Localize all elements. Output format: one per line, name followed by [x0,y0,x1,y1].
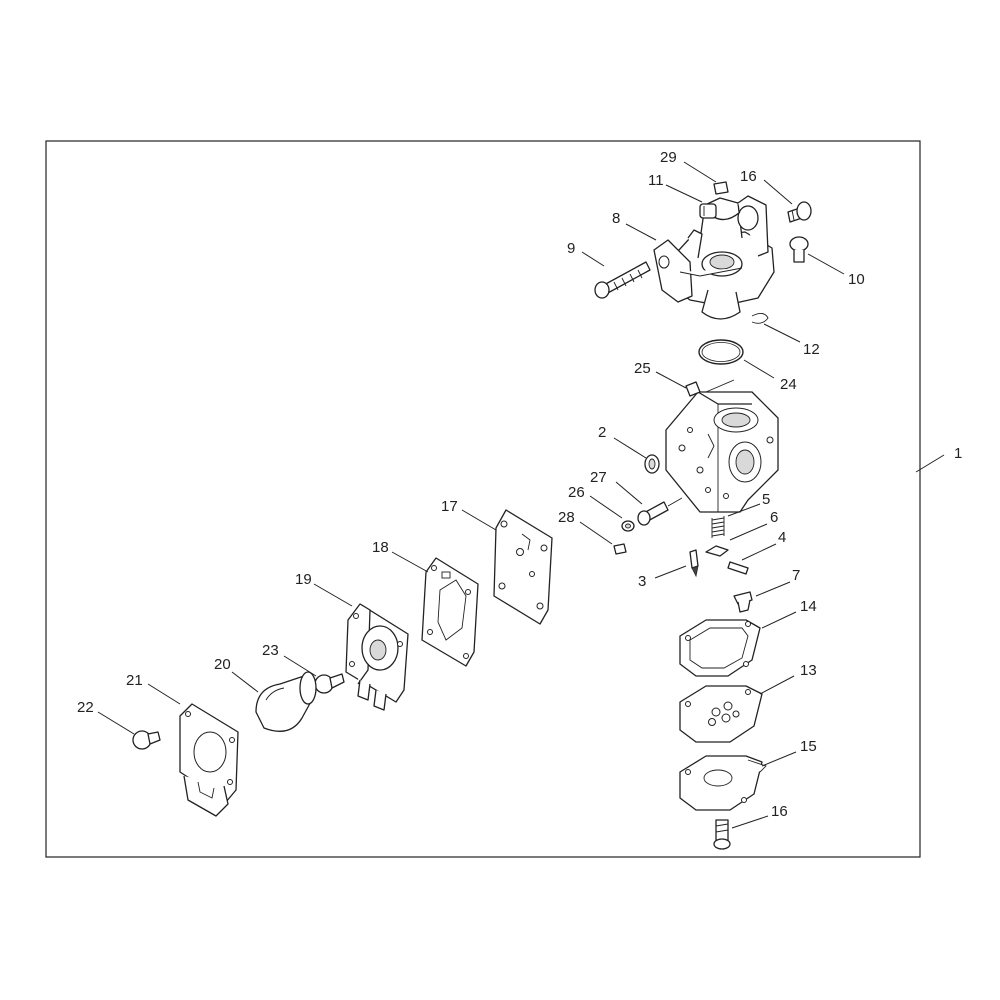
part-21-flange [179,703,239,817]
callout-15: 15 [800,738,817,755]
callout-16-bottom: 16 [771,803,788,820]
callout-28: 28 [558,509,575,526]
callout-6: 6 [770,509,778,526]
part-26-washer [621,520,635,532]
part-24-o-ring [698,339,744,365]
part-17-gasket [493,509,553,625]
part-28-seal [613,543,627,555]
callout-29: 29 [660,149,677,166]
callout-1: 1 [954,445,962,462]
callout-17: 17 [441,498,458,515]
callout-27: 27 [590,469,607,486]
part-12-clip [751,313,769,324]
callout-23: 23 [262,642,279,659]
callout-20: 20 [214,656,231,673]
part-29-cap [713,181,729,195]
leader-lines [97,161,945,829]
callout-19: 19 [295,571,312,588]
callout-2: 2 [598,424,606,441]
callout-7: 7 [792,567,800,584]
part-25-plug [685,381,701,397]
part-11-screw [699,203,717,219]
callout-5: 5 [762,491,770,508]
part-14-gasket [679,619,761,677]
part-13-diaphragm [679,685,763,743]
callout-21: 21 [126,672,143,689]
part-16-bottom-screw [713,819,731,850]
part-4-pin [727,561,749,575]
part-18-pump-gasket [421,557,479,667]
part-20-primer-bulb [255,671,317,732]
part-23-screw [314,673,345,694]
callout-25: 25 [634,360,651,377]
part-6-metering-lever [705,545,729,557]
part-22-screw [132,730,161,750]
part-15-pump-diaphragm [679,755,767,811]
diagram-frame [45,140,921,858]
callout-12: 12 [803,341,820,358]
callout-8: 8 [612,210,620,227]
callout-22: 22 [77,699,94,716]
part-16-top-screw [787,201,812,223]
callout-14: 14 [800,598,817,615]
callout-16-top: 16 [740,168,757,185]
callout-13: 13 [800,662,817,679]
part-10-screw [789,236,809,263]
callout-10: 10 [848,271,865,288]
callout-3: 3 [638,573,646,590]
callout-9: 9 [567,240,575,257]
part-27-needle [637,497,683,526]
part-2-plug [644,454,660,474]
callout-11: 11 [648,172,664,189]
part-9-long-screw [594,261,651,299]
callout-26: 26 [568,484,585,501]
part-5-spring [711,516,725,538]
part-3-needle-valve [689,549,699,578]
part-1-carburetor-body [665,379,779,513]
part-7-screw [733,591,753,613]
callout-4: 4 [778,529,786,546]
callout-24: 24 [780,376,797,393]
callout-labels: 1 2 3 4 5 6 7 8 9 10 11 12 13 14 15 16 1… [77,149,962,820]
part-19-pump-cover [345,603,409,711]
callout-18: 18 [372,539,389,556]
